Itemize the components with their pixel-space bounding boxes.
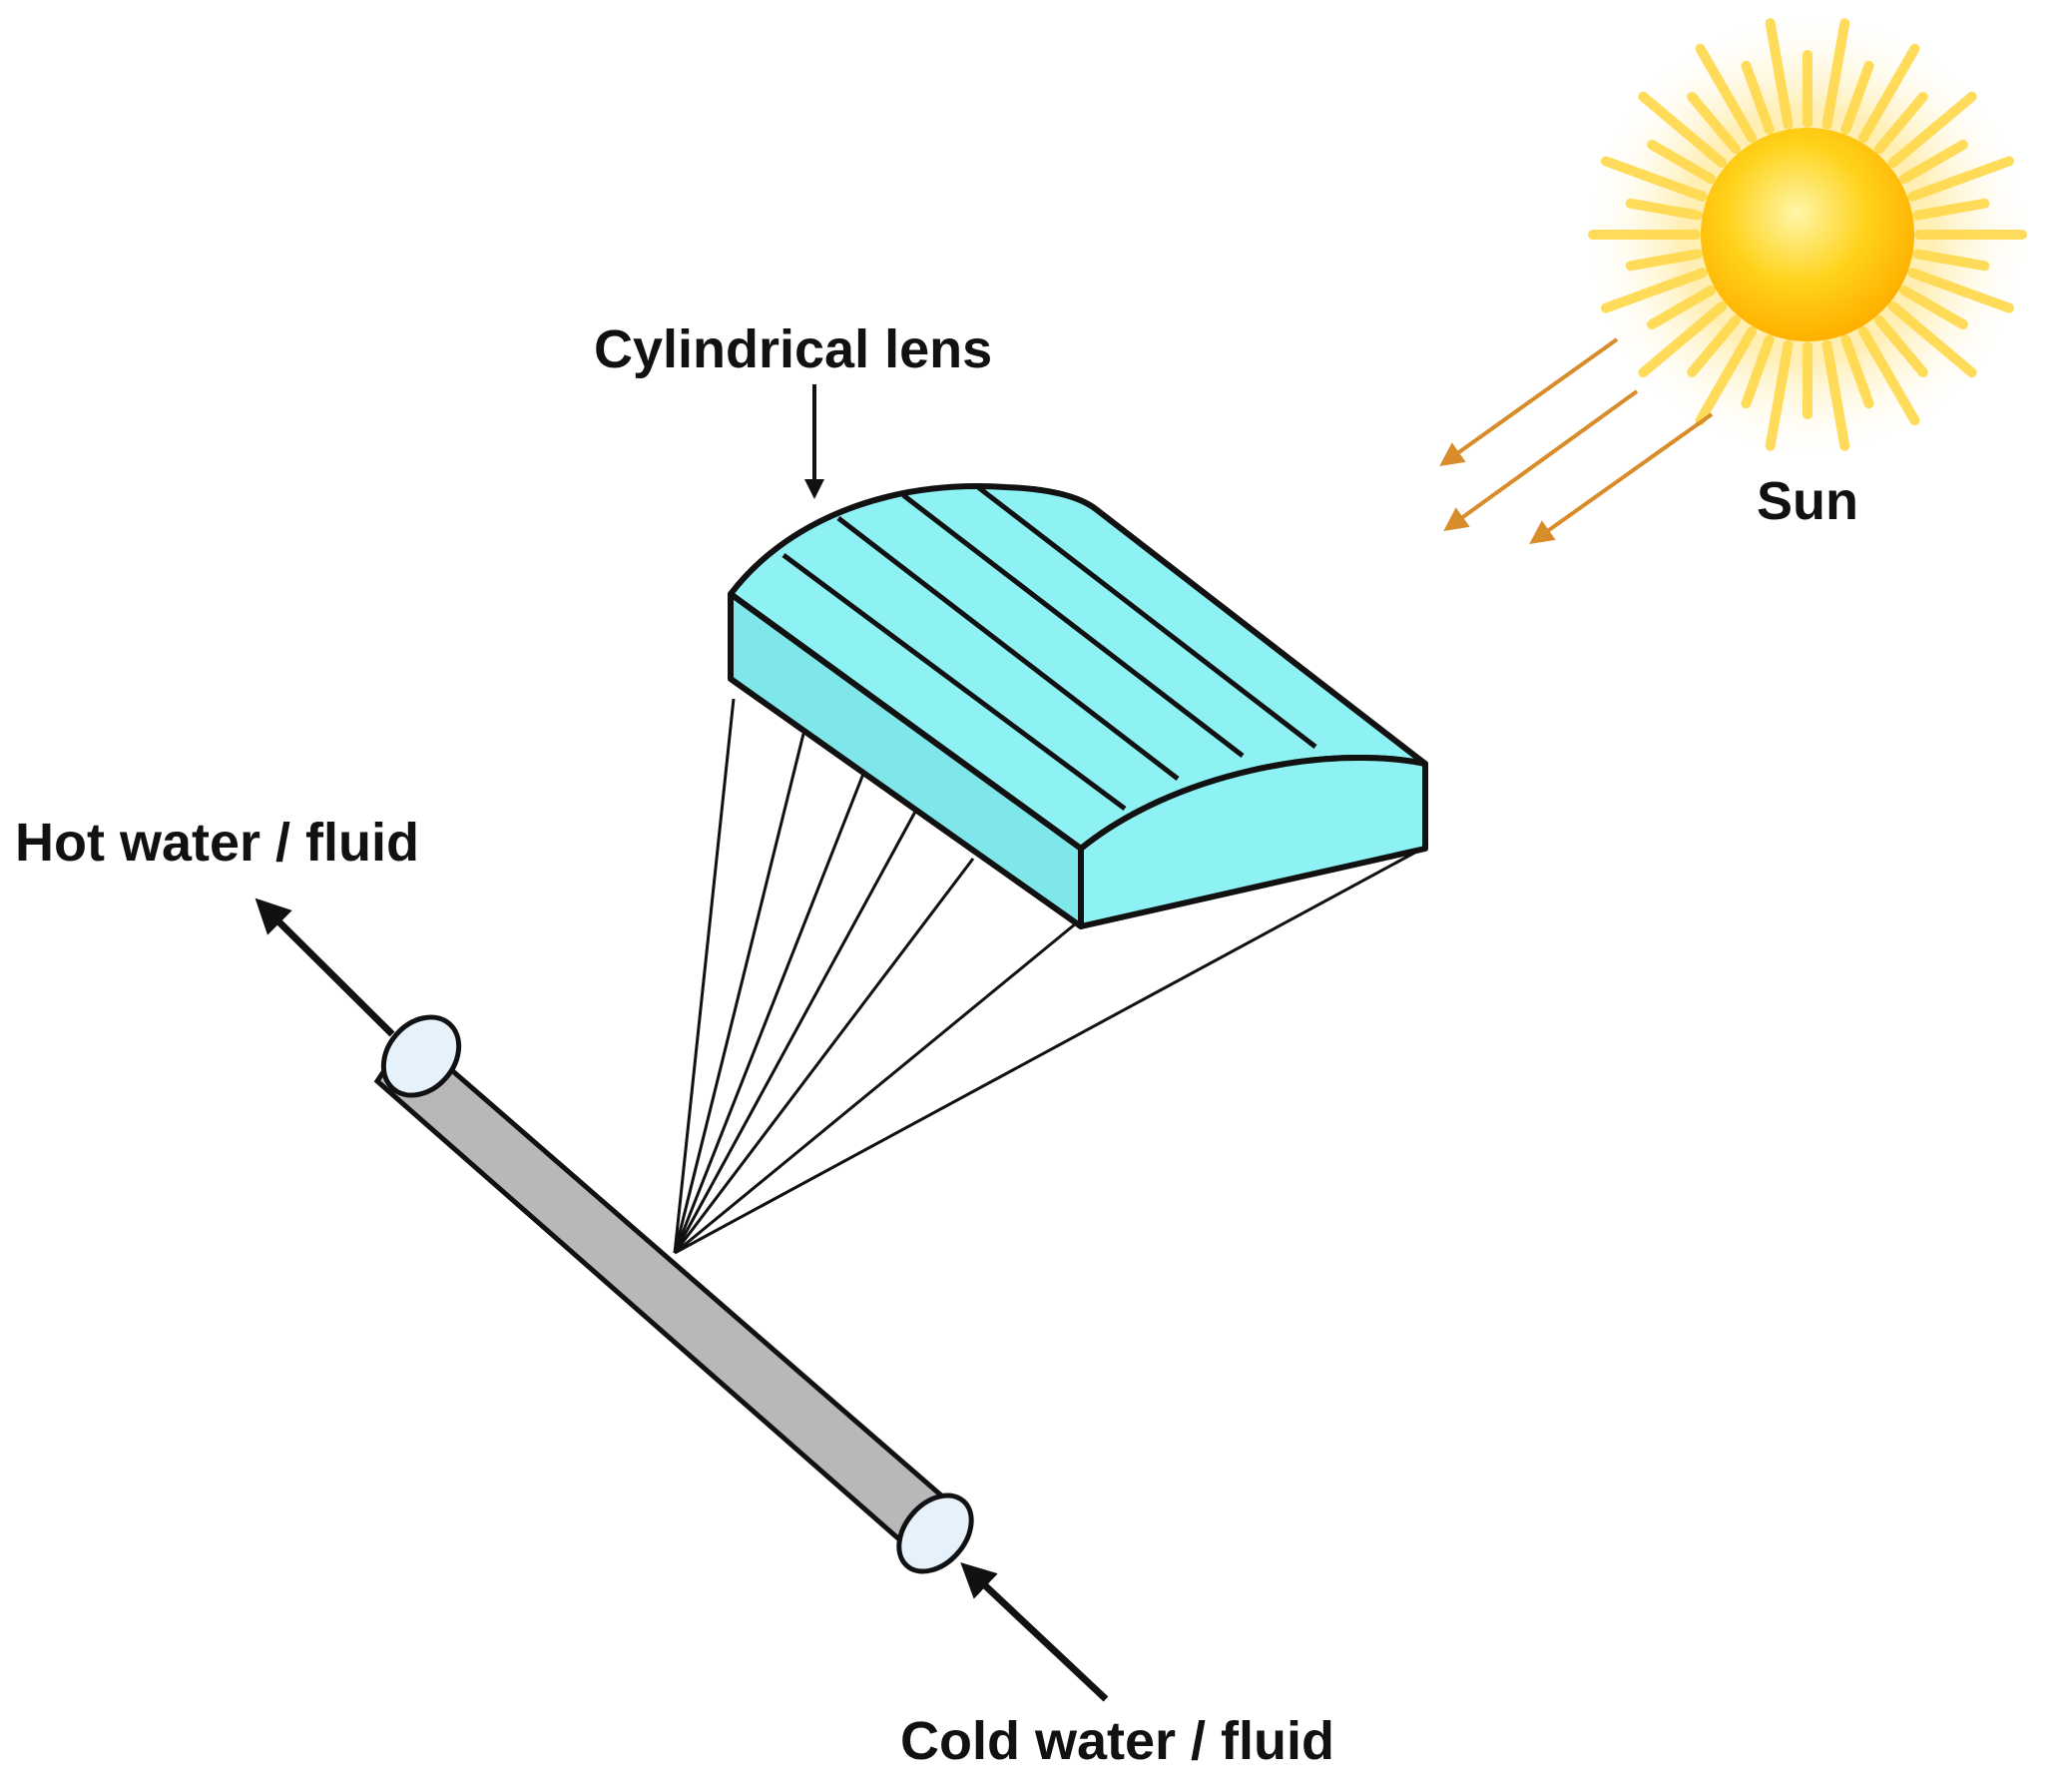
sun-ray bbox=[1695, 325, 1757, 426]
sun-ray bbox=[1907, 268, 2015, 313]
sun-ray bbox=[1741, 334, 1775, 409]
sunlight-ray bbox=[1443, 389, 1639, 532]
sun-label: Sun bbox=[1757, 471, 1858, 531]
sun-ray bbox=[1625, 198, 1703, 221]
sun-ray bbox=[1898, 286, 1968, 329]
focus-line bbox=[674, 921, 1077, 1255]
sun-ray bbox=[1873, 92, 1928, 155]
pipe-body bbox=[373, 1029, 967, 1564]
sun-ray bbox=[1765, 18, 1794, 130]
sun-ray bbox=[1647, 286, 1717, 329]
sun-ray bbox=[1821, 339, 1850, 451]
pipe-bottom-end bbox=[896, 1492, 974, 1574]
lens-stripe bbox=[836, 516, 1180, 781]
sun-ray bbox=[1912, 249, 1990, 272]
focus-line bbox=[673, 773, 865, 1254]
cold-flow-arrow bbox=[960, 1562, 1109, 1702]
focus-line bbox=[673, 811, 917, 1254]
sun-ray bbox=[1695, 43, 1757, 144]
sun-ray bbox=[1858, 325, 1920, 426]
sun-icon bbox=[1578, 5, 2037, 464]
sun-ray bbox=[1600, 268, 1708, 313]
sun-ray bbox=[1821, 18, 1850, 130]
focus-line bbox=[673, 698, 736, 1254]
focus-line bbox=[673, 858, 975, 1254]
sun-ray bbox=[1907, 156, 2015, 202]
sun-ray bbox=[1625, 249, 1703, 272]
sun-ray bbox=[1765, 339, 1794, 451]
lens-label: Cylindrical lens bbox=[594, 319, 992, 379]
lens-stripe bbox=[781, 552, 1127, 812]
focus-lines bbox=[673, 698, 1423, 1255]
pipe-icon bbox=[373, 1014, 974, 1574]
sun-ray bbox=[1638, 300, 1728, 378]
sun-ray bbox=[1873, 314, 1928, 377]
sunlight-ray bbox=[1439, 337, 1619, 466]
cylindrical-lens-icon bbox=[728, 483, 1428, 929]
lens-stripe bbox=[976, 485, 1317, 749]
focus-line bbox=[673, 733, 805, 1254]
sun-ray bbox=[1840, 60, 1874, 135]
sun-ray bbox=[1887, 300, 1977, 378]
sun-ray bbox=[1638, 91, 1728, 169]
sun-ray bbox=[1600, 156, 1708, 202]
sun-ray bbox=[1741, 60, 1775, 135]
sun-ray bbox=[1858, 43, 1920, 144]
focus-line bbox=[674, 847, 1423, 1255]
sun-ray bbox=[1687, 314, 1742, 377]
sunlight-ray bbox=[1529, 412, 1714, 544]
sun-ray bbox=[1912, 198, 1990, 221]
sun-ray bbox=[1647, 140, 1717, 184]
pipe-top-end bbox=[380, 1014, 462, 1098]
hot-flow-arrow bbox=[255, 897, 395, 1037]
sun-ray bbox=[1840, 334, 1874, 409]
lens-end-face bbox=[1078, 754, 1428, 929]
cold-fluid-label: Cold water / fluid bbox=[900, 1711, 1334, 1771]
lens-stripe bbox=[901, 493, 1245, 758]
sun-ray bbox=[1898, 140, 1968, 184]
sun-ray bbox=[1687, 92, 1742, 155]
sun-ray bbox=[1887, 91, 1977, 169]
sunlight-rays bbox=[1439, 337, 1714, 544]
hot-fluid-label: Hot water / fluid bbox=[15, 813, 419, 873]
